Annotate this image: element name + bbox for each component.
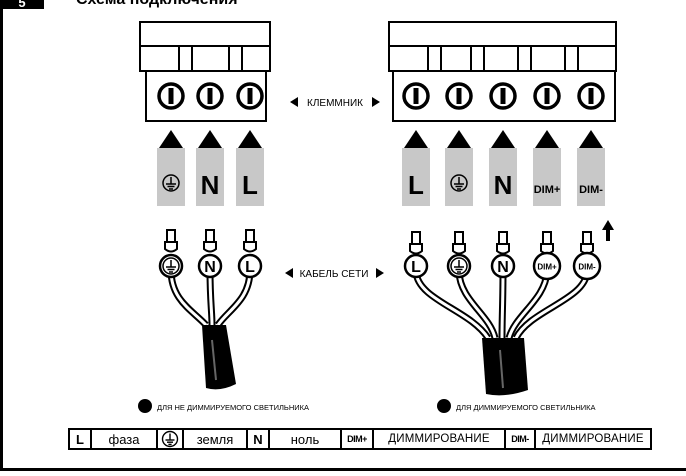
left-pin-l bbox=[236, 148, 264, 206]
legend-dimplus-symbol-text: DIM+ bbox=[347, 434, 367, 444]
left-screw-3 bbox=[236, 82, 264, 110]
left-cable-n-label: N bbox=[204, 259, 216, 276]
note-right-text: ДЛЯ ДИММИРУЕМОГО СВЕТИЛЬНИКА bbox=[456, 403, 596, 412]
left-screw-2 bbox=[196, 82, 224, 110]
left-cable-jacket bbox=[202, 325, 236, 390]
legend-dimplus-word: ДИММИРОВАНИЕ bbox=[388, 433, 490, 445]
left-cable-l-label: L bbox=[245, 259, 255, 276]
legend-dimplus-symbol: DIM+ bbox=[342, 430, 374, 448]
note-left: ДЛЯ НЕ ДИММИРУЕМОГО СВЕТИЛЬНИКА bbox=[138, 399, 309, 413]
right-pin-n bbox=[489, 148, 517, 206]
left-pins: N L bbox=[157, 130, 264, 206]
right-cable-dimminus-label: DIM- bbox=[578, 263, 596, 272]
legend-dimminus-symbol-text: DIM- bbox=[511, 434, 529, 444]
right-pin-l bbox=[402, 148, 430, 206]
terminal-label-text: КЛЕММНИК bbox=[307, 98, 363, 109]
right-pins: L N DIM+ DIM- bbox=[402, 130, 605, 206]
right-screw-5 bbox=[577, 82, 605, 110]
ground-icon bbox=[161, 430, 179, 448]
header-number: 5 bbox=[18, 0, 25, 10]
header: 5 Схема подключения bbox=[0, 0, 238, 10]
terminal-label: КЛЕММНИК bbox=[290, 97, 380, 109]
left-cable: N L bbox=[158, 229, 263, 390]
right-terminal-block bbox=[388, 21, 617, 122]
left-pin-n-label: N bbox=[201, 170, 220, 200]
up-arrow-icon bbox=[602, 220, 614, 241]
left-terminal-block bbox=[139, 21, 271, 122]
right-pin-dimminus bbox=[577, 148, 605, 206]
right-arrow-icon bbox=[376, 268, 384, 278]
legend-dimminus-word: ДИММИРОВАНИЕ bbox=[542, 433, 644, 445]
legend-ground-text: земля bbox=[184, 430, 248, 448]
legend-l-symbol: L bbox=[70, 430, 92, 448]
bullet-icon bbox=[437, 399, 451, 413]
cable-label-text: КАБЕЛЬ СЕТИ bbox=[300, 269, 369, 280]
legend-l-text: фаза bbox=[92, 430, 158, 448]
right-screw-2 bbox=[445, 82, 473, 110]
bullet-icon bbox=[138, 399, 152, 413]
header-title: Схема подключения bbox=[76, 0, 238, 8]
legend-n-text: ноль bbox=[270, 430, 342, 448]
right-pin-dimplus-label: DIM+ bbox=[534, 184, 561, 196]
legend-l-symbol-text: L bbox=[76, 431, 84, 447]
legend-ground-symbol bbox=[158, 430, 184, 448]
legend-l-word: фаза bbox=[108, 431, 140, 447]
right-pin-dimminus-label: DIM- bbox=[579, 184, 603, 196]
right-cable: L N DIM+ DIM- bbox=[403, 231, 602, 396]
right-pin-dimplus bbox=[533, 148, 561, 206]
right-cable-dimplus-label: DIM+ bbox=[537, 263, 557, 272]
legend-bar: L фаза земля N ноль DIM+ ДИММИРОВАНИЕ DI… bbox=[68, 428, 652, 450]
right-cable-l-label: L bbox=[411, 259, 421, 276]
legend-dimminus-text: ДИММИРОВАНИЕ bbox=[536, 430, 650, 448]
note-right: ДЛЯ ДИММИРУЕМОГО СВЕТИЛЬНИКА bbox=[437, 399, 596, 413]
right-cable-jacket bbox=[482, 338, 528, 396]
right-pin-l-label: L bbox=[408, 170, 424, 200]
right-pin-n-label: N bbox=[494, 170, 513, 200]
header-number-box bbox=[0, 0, 44, 9]
left-pin-l-label: L bbox=[242, 170, 258, 200]
legend-n-symbol-text: N bbox=[253, 431, 263, 447]
legend-ground-word: земля bbox=[196, 431, 234, 447]
cable-label: КАБЕЛЬ СЕТИ bbox=[285, 268, 384, 280]
right-arrow-icon bbox=[372, 97, 380, 107]
legend-dimplus-text: ДИММИРОВАНИЕ bbox=[374, 430, 506, 448]
left-arrow-icon bbox=[285, 268, 293, 278]
right-cable-n-label: N bbox=[497, 259, 509, 276]
legend-n-word: ноль bbox=[290, 431, 320, 447]
legend-n-symbol: N bbox=[248, 430, 270, 448]
note-left-text: ДЛЯ НЕ ДИММИРУЕМОГО СВЕТИЛЬНИКА bbox=[157, 403, 309, 412]
legend-dimminus-symbol: DIM- bbox=[506, 430, 536, 448]
right-screw-1 bbox=[402, 82, 430, 110]
left-pin-n bbox=[196, 148, 224, 206]
left-arrow-icon bbox=[290, 97, 298, 107]
right-screw-4 bbox=[533, 82, 561, 110]
right-screw-3 bbox=[489, 82, 517, 110]
left-screw-1 bbox=[157, 82, 185, 110]
